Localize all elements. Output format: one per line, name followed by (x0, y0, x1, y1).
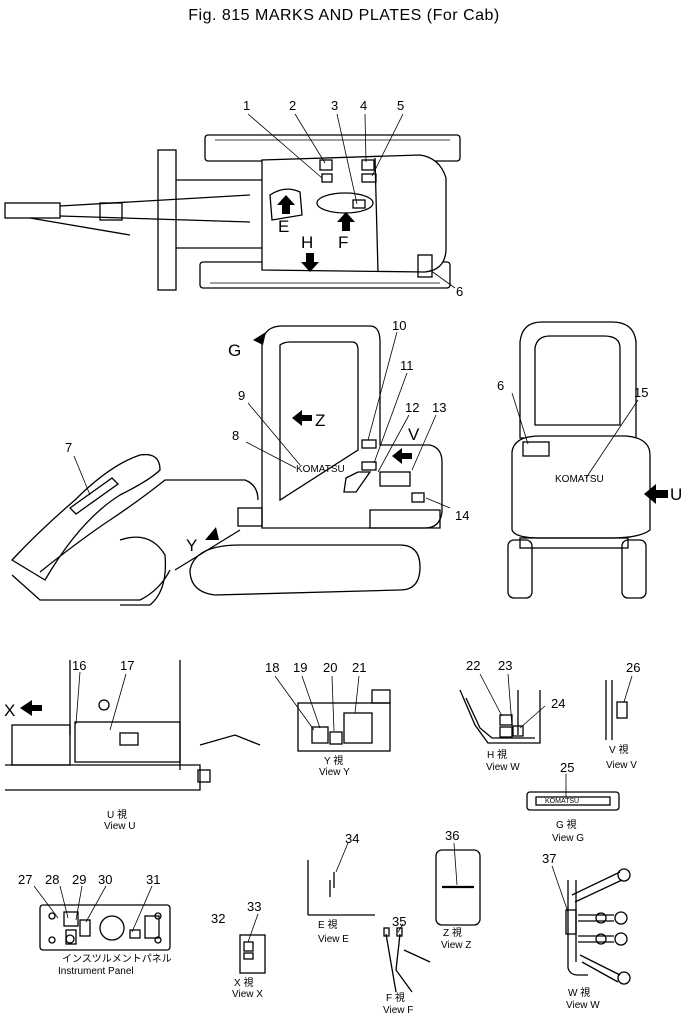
view-hw-jp: H 視 (487, 748, 507, 761)
rear-view-drawing (507, 321, 668, 599)
callout-33: 33 (247, 899, 261, 914)
view-hw-caption: View W (486, 762, 520, 773)
callout-1: 1 (243, 98, 250, 113)
callout-14: 14 (455, 508, 469, 523)
view-g-jp: G 視 (556, 818, 577, 831)
view-u-caption: View U (104, 821, 136, 832)
callout-8: 8 (232, 428, 239, 443)
view-z-jp: Z 視 (443, 926, 462, 939)
callout-20: 20 (323, 660, 337, 675)
view-v-caption: View V (606, 760, 637, 771)
callout-5: 5 (397, 98, 404, 113)
view-z-drawing (435, 842, 481, 926)
callout-17: 17 (120, 658, 134, 673)
callout-10: 10 (392, 318, 406, 333)
callout-36: 36 (445, 828, 459, 843)
view-y-drawing (274, 675, 391, 752)
callout-12: 12 (405, 400, 419, 415)
view-f-caption: View F (383, 1005, 413, 1016)
callout-13: 13 (432, 400, 446, 415)
view-u-jp: U 視 (107, 808, 127, 821)
view-z-caption: View Z (441, 940, 471, 951)
view-f-drawing (383, 923, 431, 993)
callout-2: 2 (289, 98, 296, 113)
view-g-drawing (526, 774, 620, 811)
callout-23: 23 (498, 658, 512, 673)
callout-19: 19 (293, 660, 307, 675)
callout-16: 16 (72, 658, 86, 673)
view-label-e: E (278, 217, 289, 236)
callout-26: 26 (626, 660, 640, 675)
view-label-u: U (670, 485, 682, 504)
view-y-jp: Y 視 (324, 754, 343, 767)
view-e-drawing (307, 842, 375, 916)
instrument-panel-drawing (33, 885, 171, 951)
callout-3: 3 (331, 98, 338, 113)
view-x-jp: X 視 (234, 976, 253, 989)
view-e-jp: E 視 (318, 918, 337, 931)
view-label-g: G (228, 341, 241, 360)
brand-plate-g: KOMATSU (545, 798, 579, 805)
view-label-h: H (301, 233, 313, 252)
callout-4: 4 (360, 98, 367, 113)
brand-plate-side: KOMATSU (296, 464, 345, 475)
instrument-panel-caption: Instrument Panel (58, 966, 134, 977)
callout-30: 30 (98, 872, 112, 887)
view-label-z: Z (315, 411, 325, 430)
view-label-f: F (338, 233, 348, 252)
figure-title: Fig. 815 MARKS AND PLATES (For Cab) (188, 7, 500, 24)
callout-29: 29 (72, 872, 86, 887)
top-view-drawing (4, 113, 461, 291)
callout-7: 7 (65, 440, 72, 455)
callout-35: 35 (392, 914, 406, 929)
brand-plate-rear: KOMATSU (555, 474, 604, 485)
callout-6-top: 6 (456, 284, 463, 299)
view-w-jp: W 視 (568, 986, 590, 999)
callout-32: 32 (211, 911, 225, 926)
view-label-y: Y (186, 536, 197, 555)
callout-28: 28 (45, 872, 59, 887)
callout-34: 34 (345, 831, 359, 846)
callout-37: 37 (542, 851, 556, 866)
view-w-caption: View W (566, 1000, 600, 1011)
view-w-upper-drawing (459, 673, 546, 744)
view-e-caption: View E (318, 934, 349, 945)
callout-15: 15 (634, 385, 648, 400)
callout-6-rear: 6 (497, 378, 504, 393)
callout-27: 27 (18, 872, 32, 887)
view-x-drawing (239, 913, 266, 974)
callout-18: 18 (265, 660, 279, 675)
view-v-jp: V 視 (609, 743, 628, 756)
view-w-lower-drawing (551, 865, 631, 985)
view-g-caption: View G (552, 833, 584, 844)
view-y-caption: View Y (319, 767, 350, 778)
callout-25: 25 (560, 760, 574, 775)
view-x-caption: View X (232, 989, 263, 1000)
callout-9: 9 (238, 388, 245, 403)
view-label-x: X (4, 701, 15, 720)
view-v-drawing (605, 675, 633, 740)
callout-21: 21 (352, 660, 366, 675)
view-label-v: V (408, 425, 420, 444)
callout-24: 24 (551, 696, 565, 711)
view-u-drawing (5, 660, 261, 791)
view-f-jp: F 視 (386, 991, 405, 1004)
side-view-drawing (10, 325, 451, 606)
callout-31: 31 (146, 872, 160, 887)
callout-11: 11 (400, 358, 414, 373)
callout-22: 22 (466, 658, 480, 673)
instrument-panel-jp: インスツルメントパネル (62, 953, 172, 965)
